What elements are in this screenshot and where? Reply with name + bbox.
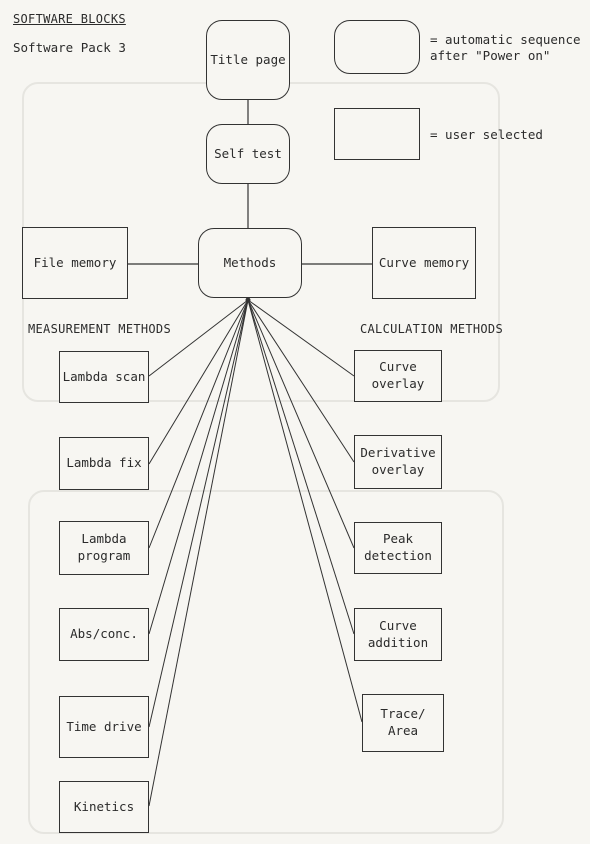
connector-lambda-program	[148, 299, 249, 549]
node-self-test: Self test	[206, 124, 290, 184]
method-abs-conc: Abs/conc.	[59, 608, 149, 661]
connector-derivative-overlay	[247, 299, 355, 463]
page-subtitle: Software Pack 3	[13, 40, 126, 55]
node-methods: Methods	[198, 228, 302, 298]
connector-time-drive	[148, 299, 249, 728]
connector-abs-conc	[148, 299, 249, 635]
background-ghost-panel-bottom	[28, 490, 504, 834]
legend-square-symbol	[334, 108, 420, 160]
legend-user-label: = user selected	[430, 127, 543, 142]
connector-kinetics	[148, 299, 249, 807]
connector-lambda-fix	[148, 299, 249, 465]
method-lambda-fix: Lambda fix	[59, 437, 149, 490]
heading-measurement-methods: MEASUREMENT METHODS	[28, 322, 171, 336]
node-file-memory: File memory	[22, 227, 128, 299]
page-title: SOFTWARE BLOCKS	[13, 12, 126, 26]
connector-curve-addition	[247, 299, 355, 635]
calc-curve-overlay: Curve overlay	[354, 350, 442, 402]
heading-calculation-methods: CALCULATION METHODS	[360, 322, 503, 336]
calc-peak-detection: Peak detection	[354, 522, 442, 574]
node-curve-memory: Curve memory	[372, 227, 476, 299]
connector-trace-area	[247, 299, 363, 723]
calc-trace-area: Trace/ Area	[362, 694, 444, 752]
method-kinetics: Kinetics	[59, 781, 149, 833]
connector-curve-overlay	[247, 299, 355, 377]
calc-curve-addition: Curve addition	[354, 608, 442, 661]
node-title-page: Title page	[206, 20, 290, 100]
method-lambda-scan: Lambda scan	[59, 351, 149, 403]
connector-lambda-scan	[148, 299, 249, 377]
legend-automatic-label: = automatic sequence after "Power on"	[430, 32, 581, 64]
method-lambda-program: Lambda program	[59, 521, 149, 575]
calc-derivative-overlay: Derivative overlay	[354, 435, 442, 489]
method-time-drive: Time drive	[59, 696, 149, 758]
legend-rounded-symbol	[334, 20, 420, 74]
fan-origin-dot	[245, 297, 251, 303]
connector-peak-detection	[247, 299, 355, 549]
